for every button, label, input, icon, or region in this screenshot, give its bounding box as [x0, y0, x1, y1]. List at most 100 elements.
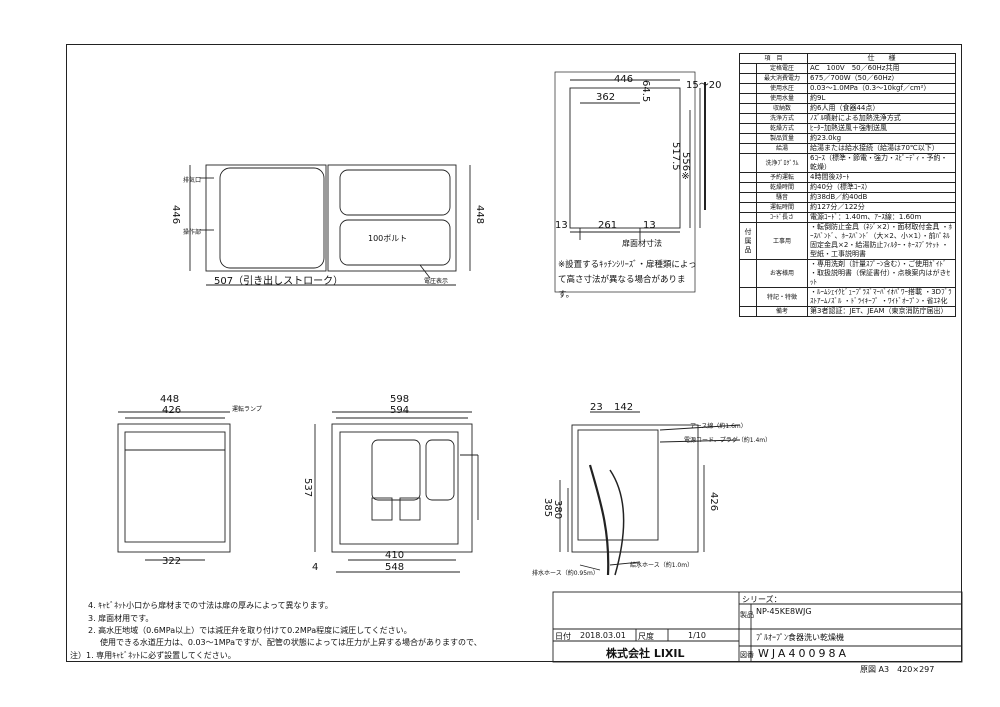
company-name: 株式会社 LIXIL: [606, 647, 685, 660]
back-view: [331, 423, 473, 553]
note-4: 4. ｷｬﾋﾞﾈｯﾄ小口から扉材までの寸法は扉の厚みによって異なります。: [88, 601, 333, 610]
spec-key: 使用水量: [756, 93, 808, 104]
voltage-label: 電圧表示: [424, 278, 449, 285]
spec-key: 運転時間: [756, 202, 808, 213]
door-dim-15-20: 15～20: [686, 80, 722, 91]
spec-value: 0.03～1.0MPa（0.3～10kgf／cm²）: [807, 83, 956, 94]
back-dim-548: 548: [385, 562, 405, 573]
date-value: 2018.03.01: [580, 631, 626, 640]
spec-group: [739, 287, 757, 307]
spec-row: 特記・特徴・ﾙｰﾑｼｪｲｸﾋﾞｭｰﾌﾟﾗｽﾞﾏｰﾊﾞｲｵﾊﾟﾜｰ搭載 ・3Dﾌﾞ…: [739, 287, 956, 307]
back-dim-4: 4: [312, 562, 319, 573]
product-label: 製品: [740, 611, 754, 619]
title-block-frame: [552, 591, 963, 663]
spec-value: ・ﾙｰﾑｼｪｲｸﾋﾞｭｰﾌﾟﾗｽﾞﾏｰﾊﾞｲｵﾊﾟﾜｰ搭載 ・3Dﾌﾞﾗｽﾄｱｰ…: [807, 287, 956, 307]
spec-group: [739, 143, 757, 154]
exhaust-label: 排気口: [183, 177, 202, 184]
spec-group: [739, 306, 757, 317]
spec-row: 製品質量約23.0kg: [739, 133, 956, 144]
spec-key: 収納数: [756, 103, 808, 114]
spec-value: 約6人用（食器44点）: [807, 103, 956, 114]
note-3: 3. 扉面材用です。: [88, 614, 154, 623]
back-dim-594: 594: [390, 405, 410, 416]
dim-446-left: 446: [170, 205, 181, 225]
spec-value: 約127分／122分: [807, 202, 956, 213]
spec-key: 給湯: [756, 143, 808, 154]
spec-key: 使用水圧: [756, 83, 808, 94]
spec-value: 約23.0kg: [807, 133, 956, 144]
door-dim-517-5: 517.5: [670, 142, 681, 171]
spec-value: AC 100V 50／60Hz共用: [807, 63, 956, 74]
scale-value: 1/10: [688, 631, 706, 640]
spec-group: [739, 73, 757, 84]
spec-row: 備考第3者認証：JET、JEAM（東京消防庁届出）: [739, 306, 956, 317]
spec-group: [739, 133, 757, 144]
product-code: NP-45KE8WJG: [756, 607, 812, 616]
earth-label: アース線（約1.6m）: [690, 423, 747, 430]
bolt-label: 100ボルト: [368, 234, 408, 243]
spec-row: 運転時間約127分／122分: [739, 202, 956, 213]
door-note: ※設置するｷｯﾁﾝｼﾘｰｽﾞ・扉種類によって高さ寸法が異なる場合があります。: [558, 260, 697, 300]
lamp-label: 運転ランプ: [232, 406, 262, 413]
spec-group: [739, 123, 757, 134]
door-dim-556: 556※: [680, 152, 691, 183]
spec-header-item: 項 目: [739, 53, 808, 64]
supply-label: 給水ホース（約1.0m）: [630, 562, 694, 569]
spec-group: [739, 259, 757, 288]
spec-value: 電源ｺｰﾄﾞ：1.40m、ｱｰｽ線：1.60m: [807, 212, 956, 223]
spec-group: [739, 212, 757, 223]
spec-row: 乾燥時間約40分（標準ｺｰｽ）: [739, 182, 956, 193]
spec-value: ・転倒防止金具（ﾈｼﾞ×2）・面材取付金具 ・ﾎｰｽﾊﾞﾝﾄﾞ、ﾎｰｽﾊﾞﾝﾄﾞ…: [807, 222, 956, 260]
spec-key: 定格電圧: [756, 63, 808, 74]
note-1: 注）1. 専用ｷｬﾋﾞﾈｯﾄに必ず設置してください。: [70, 651, 236, 660]
spec-header-spec: 仕 様: [807, 53, 956, 64]
spec-row: 使用水量約9L: [739, 93, 956, 104]
spec-value: 4時間後ｽﾀｰﾄ: [807, 172, 956, 183]
spec-value: 約40分（標準ｺｰｽ）: [807, 182, 956, 193]
spec-key: 騒音: [756, 192, 808, 203]
spec-value: 675／700W（50／60Hz）: [807, 73, 956, 84]
door-dim-362: 362: [596, 92, 616, 103]
front-dim-322: 322: [162, 556, 182, 567]
top-view-drawer: [327, 164, 457, 272]
side-dim-385: 385: [542, 498, 553, 518]
spec-row: 給湯給湯または給水接続（給湯は70℃以下）: [739, 143, 956, 154]
spec-group: [739, 202, 757, 213]
spec-group: [739, 103, 757, 114]
front-dim-426: 426: [162, 405, 182, 416]
scale-label: 尺度: [638, 632, 654, 641]
spec-group: [739, 93, 757, 104]
drain-label: 排水ホース（約0.95m）: [532, 570, 599, 577]
top-view-body: [205, 164, 327, 272]
spec-key: お客様用: [756, 259, 808, 288]
door-dim-13b: 13: [643, 220, 656, 231]
spec-group: [739, 63, 757, 74]
back-dim-410: 410: [385, 550, 405, 561]
paper-size: 原図 A3 420×297: [860, 665, 935, 674]
spec-key: ｺｰﾄﾞ長さ: [756, 212, 808, 223]
spec-group: [739, 192, 757, 203]
door-dim-64-5: 64.5: [640, 80, 651, 103]
power-label: 電源コード、プラグ（約1.4m）: [684, 437, 772, 444]
spec-row: 収納数約6人用（食器44点）: [739, 103, 956, 114]
spec-value: ﾉｽﾞﾙ噴射による加熱洗浄方式: [807, 113, 956, 124]
door-title: 扉面材寸法: [622, 239, 662, 248]
spec-group: [739, 153, 757, 173]
door-panel-outline: [569, 87, 681, 229]
spec-row: ｺｰﾄﾞ長さ電源ｺｰﾄﾞ：1.40m、ｱｰｽ線：1.60m: [739, 212, 956, 223]
spec-group: 付属品: [739, 222, 757, 260]
operation-label: 操作部: [183, 229, 202, 236]
drawing-label: 図番: [740, 651, 754, 659]
spec-key: 洗浄ﾌﾟﾛｸﾞﾗﾑ: [756, 153, 808, 173]
side-dim-23: 23: [590, 402, 603, 413]
drawing-number: WJA40098A: [758, 647, 849, 660]
spec-group: [739, 113, 757, 124]
spec-row: 付属品工事用・転倒防止金具（ﾈｼﾞ×2）・面材取付金具 ・ﾎｰｽﾊﾞﾝﾄﾞ、ﾎｰ…: [739, 222, 956, 260]
spec-key: 乾燥方式: [756, 123, 808, 134]
